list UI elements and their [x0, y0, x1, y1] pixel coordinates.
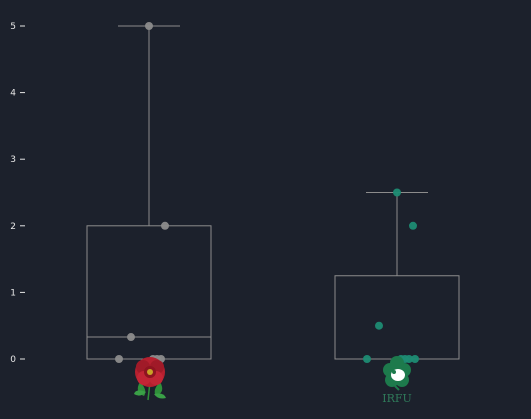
- y-tick-label: 1: [10, 288, 16, 298]
- data-point: [393, 188, 401, 197]
- box-iqr: [86, 225, 212, 360]
- data-point: [409, 221, 417, 230]
- y-axis: 0 1 2 3 4 5: [10, 22, 25, 365]
- y-tick-label: 2: [10, 222, 16, 232]
- y-tick-label: 0: [10, 355, 16, 365]
- data-point: [411, 355, 419, 363]
- data-point: [161, 221, 169, 230]
- y-tick-label: 4: [10, 89, 16, 99]
- data-point: [115, 355, 123, 363]
- data-point: [363, 355, 371, 363]
- data-point: [145, 22, 153, 30]
- england-rose-icon: [134, 357, 166, 401]
- irfu-logo-text: IRFU: [382, 392, 412, 405]
- irfu-shamrock-icon: [383, 356, 411, 391]
- boxes: [86, 25, 460, 360]
- y-tick-label: 3: [10, 155, 16, 165]
- y-tick-label: 5: [10, 22, 16, 32]
- data-point: [127, 333, 135, 342]
- box-iqr: [334, 275, 460, 360]
- data-point: [375, 321, 383, 330]
